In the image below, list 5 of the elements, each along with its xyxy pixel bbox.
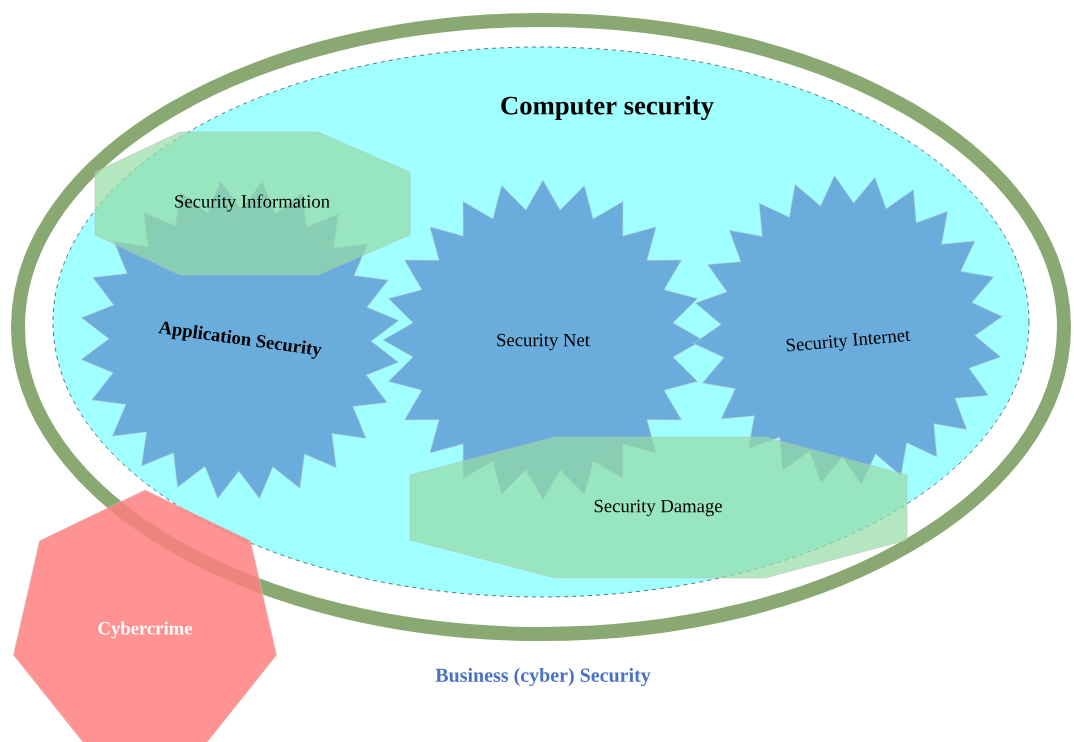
- octagon: Security Damage: [409, 436, 908, 579]
- node-label: Business (cyber) Security: [435, 667, 651, 687]
- octagon: Security Information: [94, 131, 411, 276]
- heptagon: Cybercrime: [13, 489, 277, 742]
- starburst: Security Internet: [693, 175, 1003, 485]
